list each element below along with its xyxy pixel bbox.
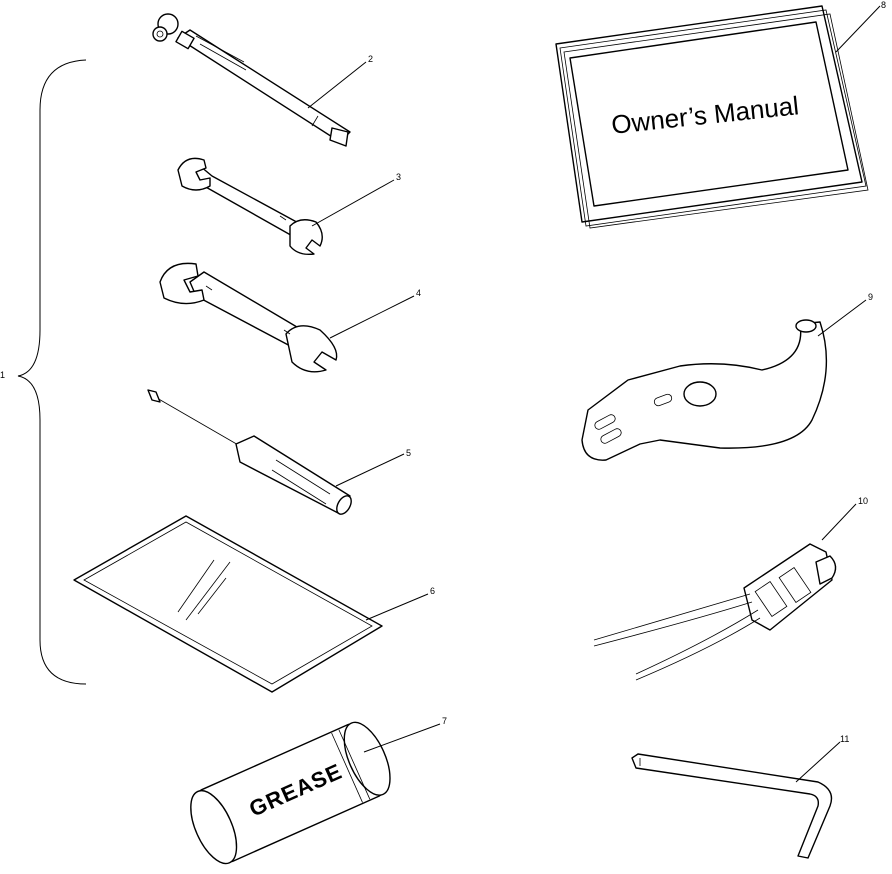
tool-pouch xyxy=(73,515,383,693)
callout-2: 2 xyxy=(368,54,373,64)
callout-8: 8 xyxy=(881,0,886,10)
leader-6 xyxy=(365,593,429,621)
callout-6: 6 xyxy=(430,586,435,596)
spanner-bracket xyxy=(581,319,828,461)
large-wrench xyxy=(159,262,338,373)
callout-7: 7 xyxy=(442,716,447,726)
hex-key xyxy=(631,753,833,859)
leader-3 xyxy=(311,179,395,227)
callout-9: 9 xyxy=(868,292,873,302)
wire-connector xyxy=(593,543,837,681)
callout-5: 5 xyxy=(406,448,411,458)
callout-4: 4 xyxy=(416,288,421,298)
kit-bracket xyxy=(17,59,87,685)
callout-3: 3 xyxy=(396,172,401,182)
callout-1: 1 xyxy=(0,370,5,380)
small-wrench xyxy=(177,157,323,256)
leader-9 xyxy=(817,299,867,337)
leader-11 xyxy=(795,741,841,783)
leader-5 xyxy=(335,453,405,487)
tire-gauge-tool xyxy=(152,13,351,147)
leader-2 xyxy=(307,61,367,109)
leader-7 xyxy=(363,723,441,753)
leader-8 xyxy=(835,5,881,53)
grease-tube: GREASE xyxy=(190,721,391,865)
callout-11: 11 xyxy=(840,734,849,744)
leader-10 xyxy=(821,503,857,541)
screwdriver xyxy=(147,389,352,515)
callout-10: 10 xyxy=(858,496,868,506)
owners-manual: Owner’s Manual xyxy=(555,5,869,229)
leader-4 xyxy=(329,295,415,339)
